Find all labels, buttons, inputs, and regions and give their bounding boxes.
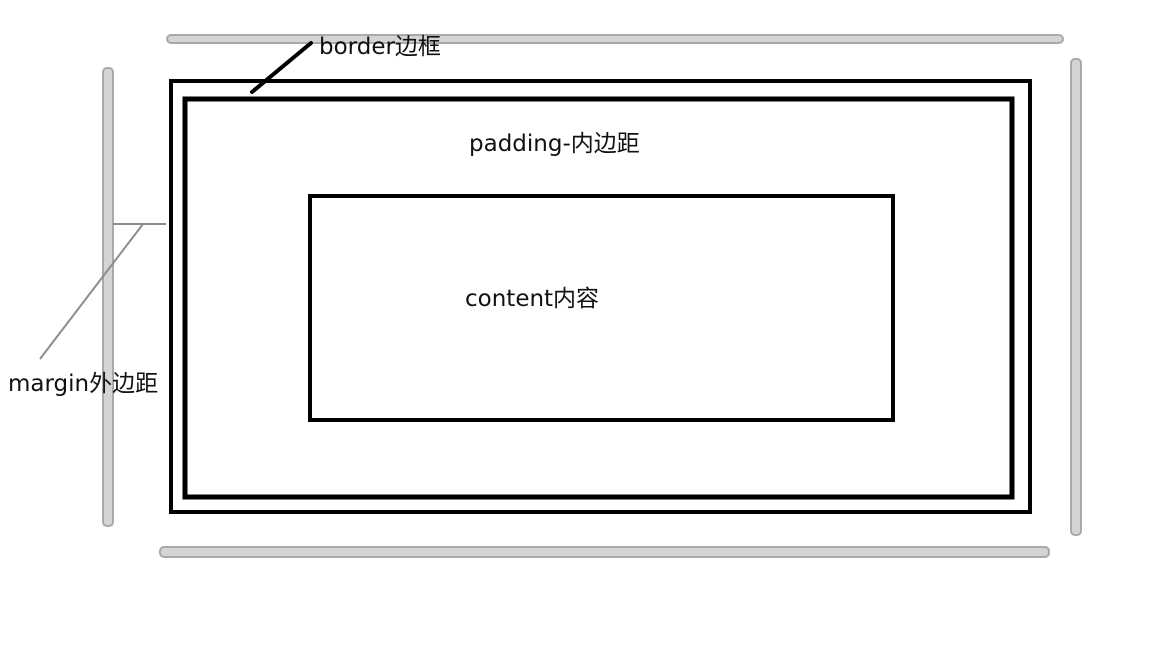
margin-bar-left [102,67,114,527]
padding-box [182,96,1015,500]
border-pointer-line [250,41,313,94]
margin-pointer [39,223,166,360]
padding-label: padding-内边距 [469,131,640,157]
content-label: content内容 [465,286,600,312]
margin-bar-right [1070,58,1082,536]
margin-pointer-diagonal [39,223,144,360]
border-outer-box [169,79,1032,514]
margin-label: margin外边距 [8,371,159,397]
margin-bar-bottom [159,546,1050,558]
content-box [308,194,895,422]
margin-bars [102,34,1082,558]
margin-bar-top [166,34,1064,44]
border-label: border边框 [319,34,441,60]
